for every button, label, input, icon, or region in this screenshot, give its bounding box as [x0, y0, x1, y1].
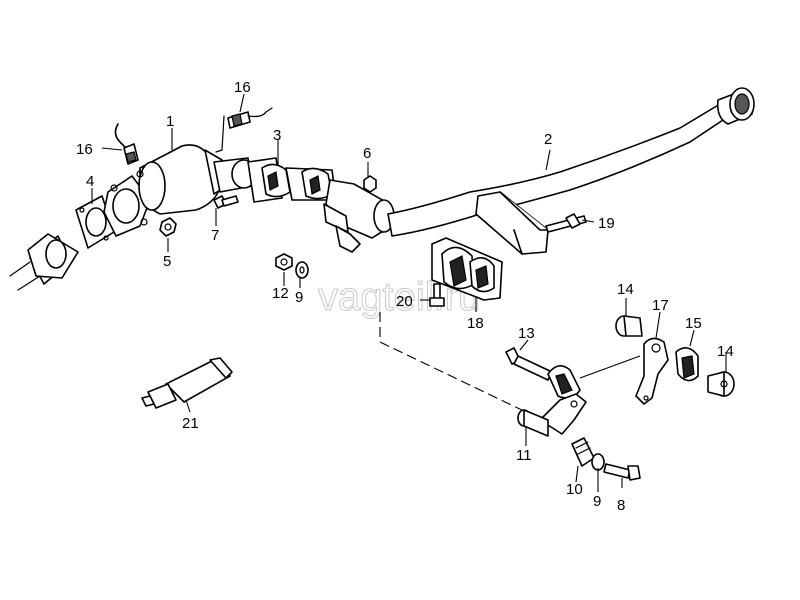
callout-6: 6 [363, 145, 371, 162]
rubber-bushing-10 [571, 437, 595, 467]
callout-8: 8 [617, 497, 625, 514]
callout-12: 12 [272, 285, 289, 302]
callout-4: 4 [86, 173, 94, 190]
callout-5: 5 [163, 253, 171, 270]
callout-16-top: 16 [234, 79, 251, 96]
lambda-probe-top [215, 107, 273, 153]
callout-20: 20 [396, 293, 413, 310]
nut-5 [159, 217, 177, 237]
bolt-8 [603, 463, 641, 481]
rubber-mount-15 [675, 347, 699, 382]
hanger-bracket-lower [539, 393, 587, 435]
pipe-bracket [475, 191, 549, 255]
exhaust-pipe-2 [387, 87, 755, 237]
front-pipe-stub [9, 233, 79, 291]
callout-3: 3 [273, 127, 281, 144]
sealing-paste-21 [141, 357, 233, 409]
sleeve-14-lower [707, 371, 735, 397]
catalytic-converter-1 [136, 144, 257, 215]
callout-9-lower: 9 [593, 493, 601, 510]
callout-9-upper: 9 [295, 289, 303, 306]
sleeve-11 [517, 409, 549, 437]
callout-labels: 1 2 3 4 5 6 7 8 9 9 10 11 12 13 14 14 15… [76, 79, 734, 514]
callout-16-left: 16 [76, 141, 93, 158]
callout-14-upper: 14 [617, 281, 634, 298]
leader-lines [91, 93, 727, 492]
middle-catalyst [323, 179, 395, 253]
rubber-mount-lower [547, 365, 581, 399]
screw-7 [213, 195, 239, 209]
connector-line-upper [579, 355, 641, 379]
callout-15: 15 [685, 315, 702, 332]
callout-18: 18 [467, 315, 484, 332]
nut-6 [363, 175, 377, 193]
callout-14-lower: 14 [717, 343, 734, 360]
washer-9-lower [591, 453, 605, 471]
bolt-13 [505, 347, 553, 381]
washer-9-upper [295, 261, 309, 279]
callout-2: 2 [544, 131, 552, 148]
bracket-17 [635, 337, 669, 405]
lambda-probe-left [114, 123, 139, 165]
callout-17: 17 [652, 297, 669, 314]
callout-21: 21 [182, 415, 199, 432]
callout-11: 11 [516, 447, 532, 464]
sleeve-14-upper [615, 315, 643, 337]
nut-12 [275, 253, 293, 271]
callout-10: 10 [566, 481, 583, 498]
mounting-18 [431, 237, 503, 301]
clamp-sleeve-3 [247, 157, 337, 203]
bolt-20 [429, 283, 445, 307]
callout-13: 13 [518, 325, 535, 342]
assembly-line [379, 312, 527, 413]
callout-7: 7 [211, 227, 219, 244]
bolt-19 [545, 213, 587, 233]
callout-1: 1 [166, 113, 174, 130]
callout-19: 19 [598, 215, 615, 232]
